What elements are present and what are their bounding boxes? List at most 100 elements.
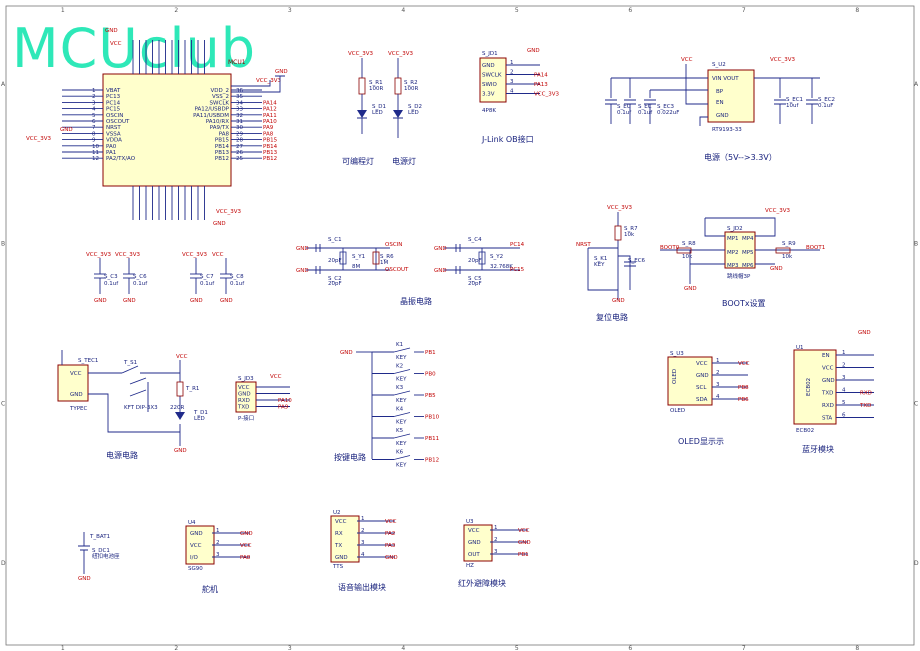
ir-pin-num: 1: [494, 525, 498, 531]
xt-y1: S_Y1: [352, 254, 365, 260]
mcu-right-num: 33: [236, 107, 243, 113]
bt-pin-num: 6: [842, 413, 846, 419]
decoup-cap-val: 0.1uf: [104, 281, 119, 287]
jlink-net: VCC_3V3: [534, 92, 559, 98]
bt-pin-num: 5: [842, 400, 846, 406]
servo-net: PA8: [240, 555, 251, 561]
mcu-top-pins: [132, 40, 205, 74]
rst-r-val: 10k: [624, 232, 635, 238]
reg-vcc33: VCC_3V3: [770, 57, 795, 63]
border-row-left: D: [1, 560, 6, 567]
sup-title: 电源电路: [106, 450, 138, 460]
mcu-left-pin: PA0: [106, 144, 117, 150]
xt-y2-val: 32.768K: [490, 264, 513, 270]
reg-c5-val: 0.1uF: [818, 103, 833, 109]
jlink-title: J-Link OB接口: [481, 134, 534, 144]
voice-net: PA2: [385, 531, 395, 537]
mcu-block: MCU1 VBAT1PC132PC143PC154OSCIN5OSCOUT6NR…: [26, 28, 288, 227]
voice-net: GND: [385, 555, 398, 561]
mcu-gnd2-label: GND: [60, 127, 73, 133]
decoup-net: VCC_3V3: [86, 252, 111, 258]
mcu-right-pin: PB12: [215, 156, 229, 162]
servo-net: GND: [240, 531, 253, 537]
mcu-right-net: PB15: [263, 138, 278, 144]
mcu-right-num: 25: [236, 156, 243, 162]
bat-ref: T_BAT1: [89, 534, 110, 540]
oled-pin: GND: [696, 373, 709, 379]
servo-pin: I/O: [190, 555, 198, 561]
jlink-pin-num: 2: [510, 70, 514, 76]
led-r2-val: 100R: [404, 86, 418, 92]
sup-led-icon: [175, 412, 185, 420]
bt-ref: U1: [796, 345, 804, 351]
bt-pin: EN: [822, 353, 830, 359]
led-title2: 电源灯: [392, 156, 416, 166]
uart-vcc: VCC: [270, 374, 282, 380]
reg-title: 电源（5V-->3.3V）: [704, 152, 777, 162]
led-d2-val: LED: [408, 110, 419, 116]
ir-net: GND: [518, 540, 531, 546]
decoup-gnd: GND: [220, 298, 233, 304]
oled-part-inner: OLED: [672, 369, 678, 384]
boot-gnd: GND: [684, 286, 697, 292]
key-net: PB12: [425, 458, 439, 464]
servo-part: SG90: [188, 566, 203, 572]
key-val: KEY: [396, 420, 407, 426]
mcu-left-num: 6: [92, 119, 96, 125]
boot-gnd2: GND: [770, 266, 783, 272]
oled-part: OLED: [670, 408, 685, 414]
mcu-left-pins: VBAT1PC132PC143PC154OSCIN5OSCOUT6NRST7VS…: [62, 88, 136, 162]
rst-c: S_EC6: [628, 258, 646, 264]
mcu-right-num: 35: [236, 94, 243, 100]
servo-net: VCC: [240, 543, 252, 549]
boot-r1-val: 10k: [682, 254, 693, 260]
uart-pin: GND: [238, 392, 251, 398]
uart-net: PA10: [278, 398, 292, 404]
servo-title: 舵机: [202, 584, 218, 594]
border-col-top: 8: [855, 7, 859, 14]
ir-pin-num: 2: [494, 537, 498, 543]
decoup-gnd: GND: [190, 298, 203, 304]
sup-gnd: GND: [174, 448, 187, 454]
voice-net: VCC: [385, 519, 397, 525]
crystal-y1-icon: [339, 251, 347, 265]
bt-gnd: GND: [858, 330, 871, 336]
mcu-right-pin: PA8: [219, 131, 230, 137]
mcu-right-num: 29: [236, 131, 243, 137]
sup-sw-part: KFT DIP-3X3: [124, 405, 158, 411]
ir-net: PB1: [518, 552, 529, 558]
led-r1-val: 100R: [369, 86, 383, 92]
mcu-left-pin: VDDA: [106, 138, 122, 144]
border-col-bottom: 7: [742, 645, 746, 651]
key-val: KEY: [396, 398, 407, 404]
jlink-gnd: GND: [527, 48, 540, 54]
xt-c1: S_C1: [328, 237, 342, 243]
mcu-left-num: 2: [92, 94, 96, 100]
led-d2: S_D2: [408, 104, 422, 110]
xt-r-val: 1M: [380, 260, 388, 266]
mcu-right-pin: VDD_2: [211, 88, 229, 94]
mcu-left-pin: PC14: [106, 100, 121, 106]
ir-pin-num: 3: [494, 549, 498, 555]
key-net: PB10: [425, 415, 440, 421]
mcu-right-pin: PB15: [215, 138, 230, 144]
boot-p1: MP1: [727, 236, 739, 242]
border-col-bottom: 4: [401, 645, 405, 651]
boot-ref: S_JD2: [727, 226, 743, 232]
xt-c4-val: 20pF: [468, 281, 482, 287]
reg-c5: S_EC2: [818, 97, 835, 103]
led-d1-icon: [357, 110, 367, 118]
reg-vcc: VCC: [681, 57, 693, 63]
bt-pin-num: 2: [842, 363, 846, 369]
ir-pin: VCC: [468, 528, 480, 534]
bt-pin: STA: [822, 416, 832, 422]
voice-pin-num: 4: [361, 552, 365, 558]
xt-net1: OSCIN: [385, 242, 402, 248]
voice-pin-num: 1: [361, 516, 365, 522]
ir-ref: U3: [466, 519, 474, 525]
regulator-section: S_U2 VIN VOUT BP EN GND RT9193-33 VCC VC…: [605, 57, 835, 162]
border-col-top: 7: [742, 7, 746, 14]
reset-section: VCC_3V3 S_R7 10k S_K1 KEY S_EC6 NRST GND…: [576, 205, 646, 322]
